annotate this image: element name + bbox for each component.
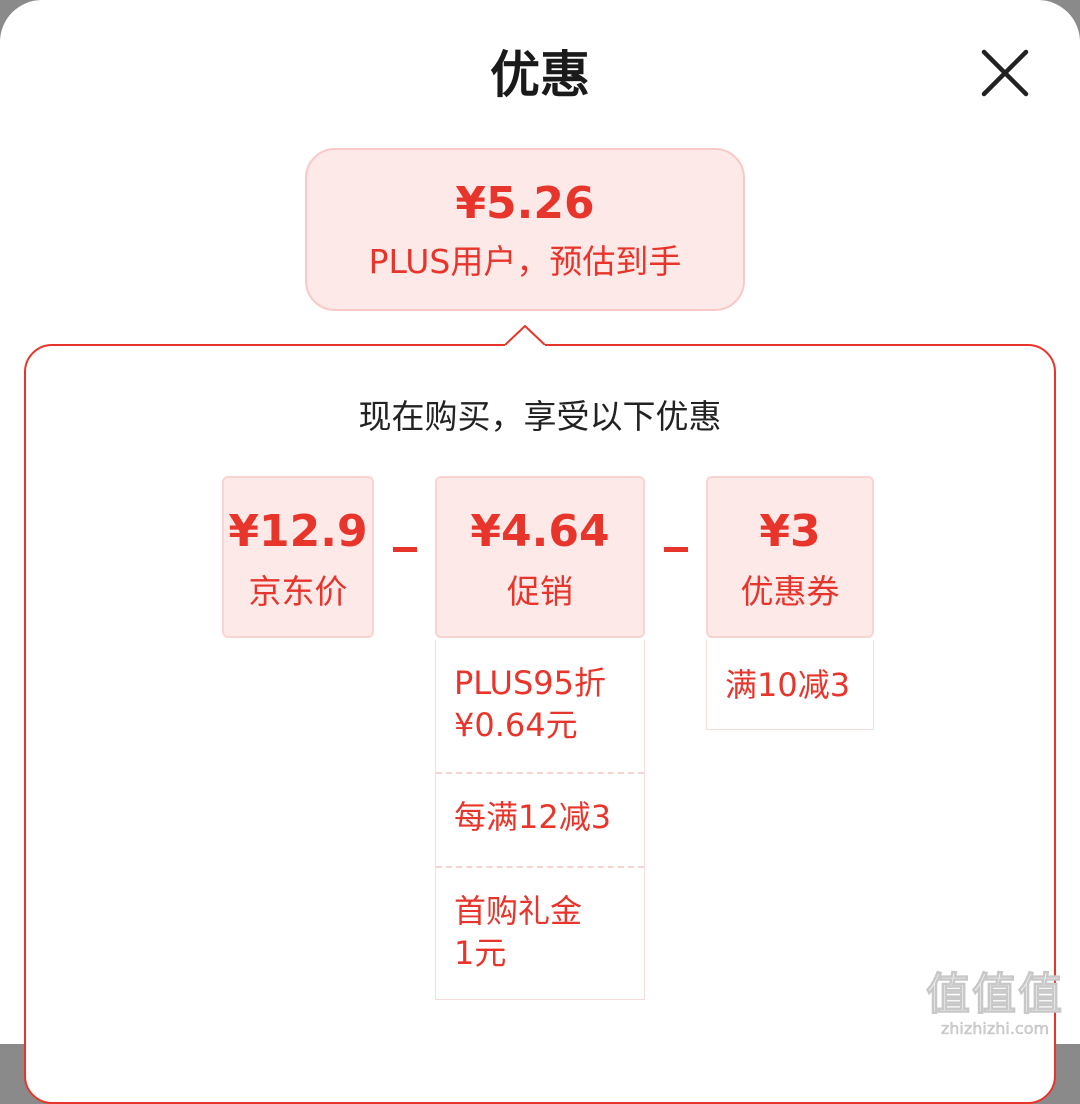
card-amount: ¥12.9 [228,506,368,557]
card-coupon: ¥3 优惠券 [706,476,874,638]
promotion-item-full-reduction: 每满12减3 [436,772,644,866]
estimate-price: ¥5.26 [455,178,595,229]
minus-sign [393,547,417,552]
close-icon [981,49,1029,97]
breakdown-subtitle: 现在购买，享受以下优惠 [358,397,722,436]
card-promotion: ¥4.64 促销 [435,476,645,638]
card-label: 促销 [507,572,573,611]
panel-notch [505,324,545,346]
watermark-url: zhizhizhi.com [940,1019,1050,1038]
minus-sign [664,547,688,552]
promotion-item-first-gift: 首购礼金 1元 [436,866,644,998]
promotion-item-plus: PLUS95折 ¥0.64元 [454,664,606,744]
card-label: 京东价 [248,572,348,611]
watermark: 值值值 zhizhizhi.com [926,969,1064,1038]
page-title: 优惠 [490,46,590,104]
watermark-logo: 值值值 [926,969,1064,1020]
card-label: 优惠券 [740,572,840,611]
card-amount: ¥3 [759,506,821,557]
coupon-item: 满10减3 [725,666,851,704]
promotion-list: PLUS95折 ¥0.64元 每满12减3 首购礼金 1元 [435,640,645,1000]
estimate-bubble: ¥5.26 PLUS用户，预估到手 [305,148,745,311]
close-button[interactable] [978,46,1032,100]
estimate-label: PLUS用户，预估到手 [368,242,682,281]
card-amount: ¥4.64 [470,506,610,557]
coupon-list: 满10减3 [706,640,874,730]
card-jd-price: ¥12.9 京东价 [222,476,374,638]
